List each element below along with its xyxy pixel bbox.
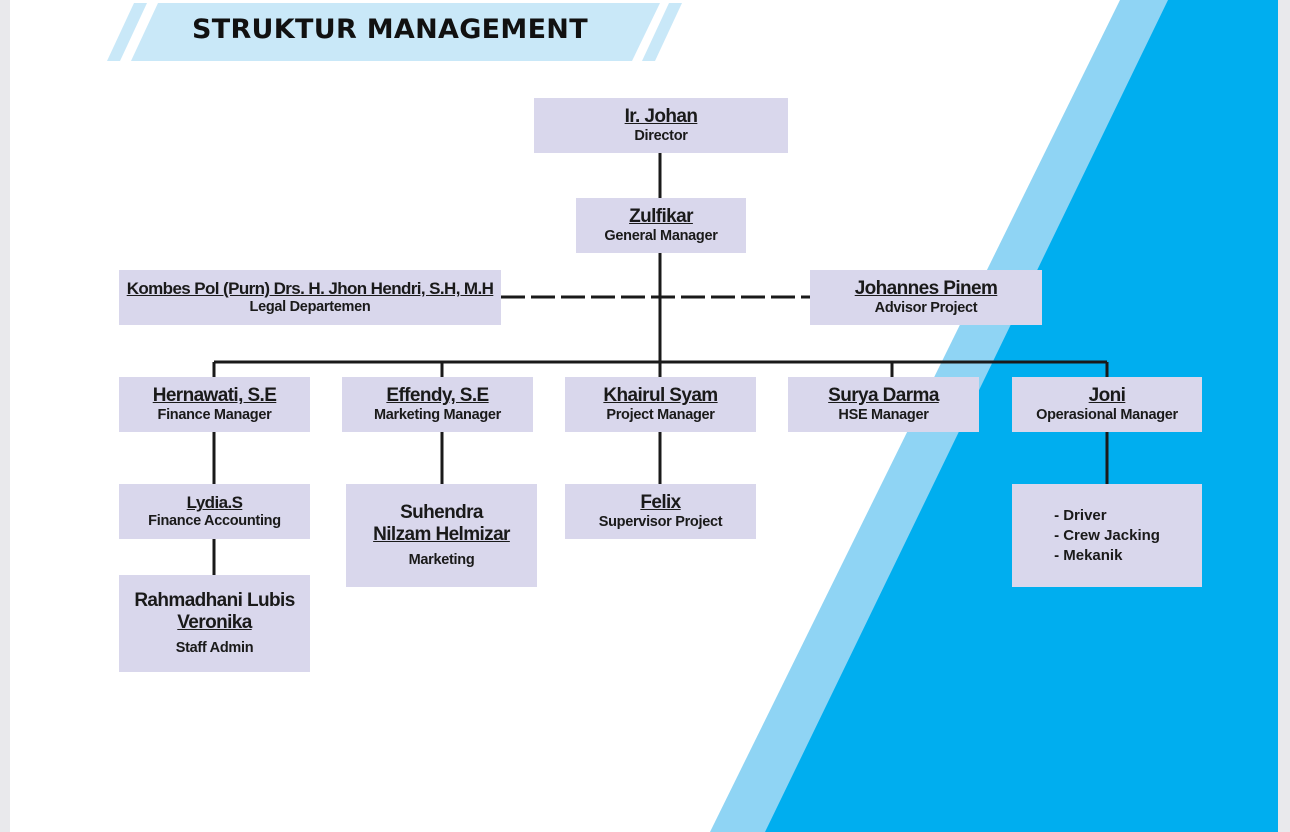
general-manager-role: General Manager (604, 228, 718, 245)
org-chart-page: STRUKTUR MANAGEMENT Ir. Johan Director Z… (10, 0, 1278, 832)
staff-admin-name-2: Veronika (177, 612, 252, 634)
marketing-manager-name: Effendy, S.E (386, 385, 489, 407)
connector-lines (212, 153, 1109, 575)
marketing-staff-role: Marketing (408, 552, 475, 568)
advisor-role: Advisor Project (874, 300, 978, 317)
legal-name: Kombes Pol (Purn) Drs. H. Jhon Hendri, S… (126, 279, 494, 299)
project-manager-name: Khairul Syam (603, 385, 718, 407)
hse-manager-role: HSE Manager (838, 407, 929, 424)
staff-admin-box: Rahmadhani Lubis Veronika Staff Admin (119, 575, 310, 672)
finance-manager-role: Finance Manager (157, 407, 272, 424)
hse-manager-box: Surya Darma HSE Manager (788, 377, 979, 432)
page-title: STRUKTUR MANAGEMENT (192, 14, 588, 45)
project-manager-role: Project Manager (606, 407, 715, 424)
general-manager-name: Zulfikar (629, 206, 693, 228)
operational-manager-box: Joni Operasional Manager (1012, 377, 1202, 432)
operations-staff-list: - Driver - Crew Jacking - Mekanik (1054, 506, 1160, 566)
title-banner (107, 3, 682, 61)
supervisor-name: Felix (640, 492, 681, 514)
supervisor-role: Supervisor Project (598, 514, 723, 531)
general-manager-box: Zulfikar General Manager (576, 198, 746, 253)
legal-role: Legal Departemen (249, 298, 371, 315)
operations-staff-box: - Driver - Crew Jacking - Mekanik (1012, 484, 1202, 587)
advisor-name: Johannes Pinem (854, 278, 998, 300)
advisor-box: Johannes Pinem Advisor Project (810, 270, 1042, 325)
director-box: Ir. Johan Director (534, 98, 788, 153)
finance-accounting-name: Lydia.S (186, 493, 243, 513)
staff-admin-role: Staff Admin (175, 640, 254, 656)
marketing-staff-name-1: Suhendra (400, 502, 483, 524)
legal-box: Kombes Pol (Purn) Drs. H. Jhon Hendri, S… (119, 270, 501, 325)
staff-admin-name-1: Rahmadhani Lubis (134, 590, 295, 612)
finance-accounting-role: Finance Accounting (148, 512, 281, 529)
finance-manager-box: Hernawati, S.E Finance Manager (119, 377, 310, 432)
operations-staff-item: - Driver (1054, 506, 1107, 524)
marketing-staff-box: Suhendra Nilzam Helmizar Marketing (346, 484, 537, 587)
operational-manager-role: Operasional Manager (1036, 407, 1178, 424)
operations-staff-item: - Crew Jacking (1054, 526, 1160, 544)
operations-staff-item: - Mekanik (1054, 546, 1123, 564)
finance-manager-name: Hernawati, S.E (152, 385, 277, 407)
marketing-staff-name-2: Nilzam Helmizar (373, 524, 510, 546)
hse-manager-name: Surya Darma (828, 385, 939, 407)
marketing-manager-role: Marketing Manager (373, 407, 502, 424)
finance-accounting-box: Lydia.S Finance Accounting (119, 484, 310, 539)
director-role: Director (634, 128, 688, 145)
marketing-manager-box: Effendy, S.E Marketing Manager (342, 377, 533, 432)
director-name: Ir. Johan (624, 106, 698, 128)
supervisor-box: Felix Supervisor Project (565, 484, 756, 539)
project-manager-box: Khairul Syam Project Manager (565, 377, 756, 432)
operational-manager-name: Joni (1088, 385, 1126, 407)
